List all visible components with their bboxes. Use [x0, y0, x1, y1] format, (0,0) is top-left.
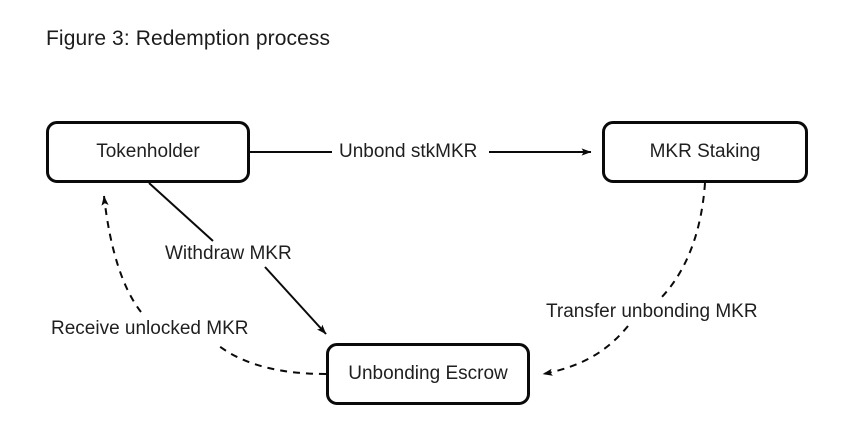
- node-tokenholder-label: Tokenholder: [96, 141, 200, 162]
- node-unbonding-escrow[interactable]: Unbonding Escrow: [326, 343, 530, 405]
- edge-label-receive-unlocked-mkr: Receive unlocked MKR: [46, 318, 254, 340]
- edge-transfer-unbonding-mkr-segment-lower: [542, 325, 629, 376]
- edge-label-withdraw-mkr: Withdraw MKR: [160, 243, 297, 265]
- edge-withdraw-mkr-segment-lower: [264, 266, 327, 335]
- node-tokenholder[interactable]: Tokenholder: [46, 121, 250, 183]
- edge-receive-unlocked-mkr-segment-lower: [218, 345, 327, 375]
- figure-title: Figure 3: Redemption process: [46, 27, 331, 50]
- node-mkr-staking-label: MKR Staking: [649, 141, 761, 162]
- edge-withdraw-mkr-segment-upper: [148, 182, 214, 242]
- node-mkr-staking[interactable]: MKR Staking: [602, 121, 808, 183]
- edge-transfer-unbonding-mkr-segment-upper: [659, 182, 706, 300]
- edge-label-unbond-stkmkr: Unbond stkMKR: [334, 141, 483, 163]
- edge-receive-unlocked-mkr-segment-upper: [101, 195, 142, 313]
- node-unbonding-escrow-label: Unbonding Escrow: [348, 363, 508, 384]
- edge-label-transfer-unbonding-mkr: Transfer unbonding MKR: [541, 301, 763, 323]
